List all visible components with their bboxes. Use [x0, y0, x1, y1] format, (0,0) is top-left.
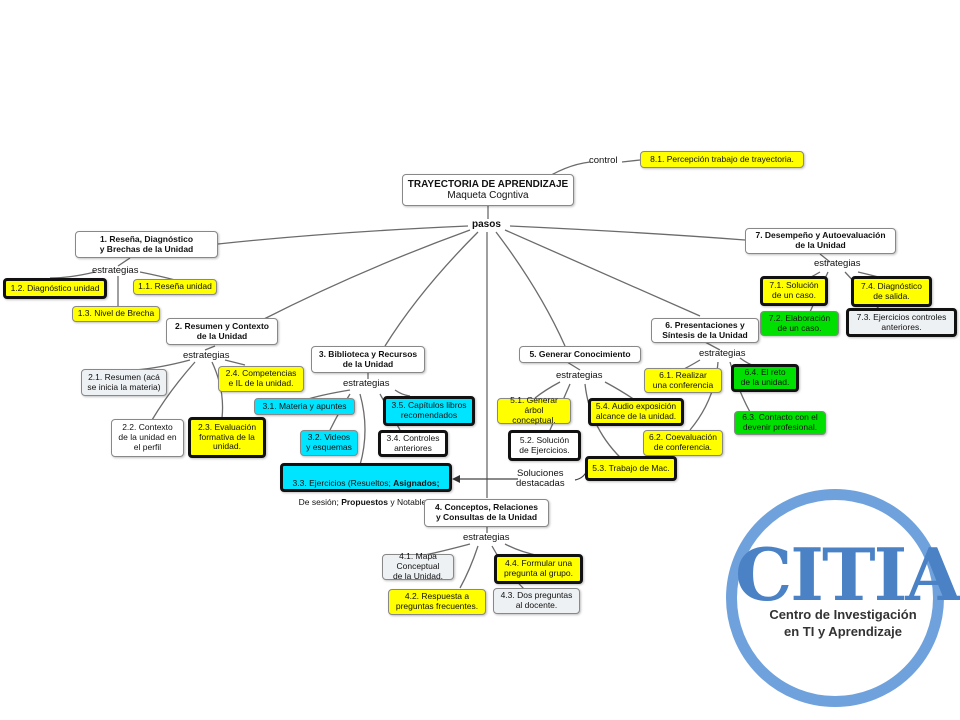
node-6-3[interactable]: 6.3. Contacto con el devenir profesional…	[734, 411, 826, 435]
node-4-4[interactable]: 4.4. Formular una pregunta al grupo.	[494, 554, 583, 584]
node-5-1[interactable]: 5.1. Generar árbol conceptual.	[497, 395, 571, 425]
node-5-4[interactable]: 5.4. Audio exposición alcance de la unid…	[588, 398, 684, 426]
node-7-2[interactable]: 7.2. Elaboración de un caso.	[760, 311, 839, 336]
node-7-1[interactable]: 7.1. Solución de un caso.	[760, 276, 828, 306]
node-3-4[interactable]: 3.4. Controles anteriores	[378, 430, 448, 457]
root-title: TRAYECTORIA DE APRENDIZAJE	[407, 178, 569, 190]
edge-1-estr	[117, 257, 131, 267]
node-2-1[interactable]: 2.1. Resumen (acá se inicia la materia)	[81, 369, 167, 396]
label-estrategias-6: estrategias	[699, 348, 746, 359]
logo-ring	[726, 489, 944, 707]
node-6-2[interactable]: 6.2. Coevaluación de conferencia.	[643, 430, 723, 456]
node-1[interactable]: 1. Reseña, Diagnóstico y Brechas de la U…	[75, 231, 218, 258]
node-4-2[interactable]: 4.2. Respuesta a preguntas frecuentes.	[388, 589, 486, 615]
node-5[interactable]: 5. Generar Conocimiento	[519, 346, 641, 363]
arrowhead	[452, 475, 460, 483]
node-7-4[interactable]: 7.4. Diagnóstico de salida.	[851, 276, 932, 307]
node-2-3[interactable]: 2.3. Evaluación formativa de la unidad.	[188, 417, 266, 458]
label-soluciones-destacadas: Soluciones destacadas	[516, 468, 565, 490]
node-7-3[interactable]: 7.3. Ejercicios controles anteriores.	[846, 308, 957, 337]
label-control: control	[589, 155, 618, 166]
node-6-4[interactable]: 6.4. El reto de la unidad.	[731, 364, 799, 392]
node-2-4[interactable]: 2.4. Competencias e IL de la unidad.	[218, 366, 304, 392]
root-node[interactable]: TRAYECTORIA DE APRENDIZAJE Maqueta Cognt…	[402, 174, 574, 206]
node-7[interactable]: 7. Desempeño y Autoevaluación de la Unid…	[745, 228, 896, 254]
label-estrategias-3: estrategias	[343, 378, 390, 389]
logo-subtitle-line2: en TI y Aprendizaje	[784, 623, 902, 639]
node-1-2[interactable]: 1.2. Diagnóstico unidad	[3, 278, 107, 299]
node-4-1[interactable]: 4.1. Mapa Conceptual de la Unidad.	[382, 551, 454, 581]
label-estrategias-5: estrategias	[556, 370, 603, 381]
logo-subtitle: Centro de Investigación en TI y Aprendiz…	[748, 607, 938, 641]
node-6[interactable]: 6. Presentaciones y Síntesis de la Unida…	[651, 318, 759, 343]
node-3-3-text-a: 3.3. Ejercicios (Resueltos;	[292, 477, 394, 488]
node-8-1[interactable]: 8.1. Percepción trabajo de trayectoria.	[640, 151, 804, 168]
node-1-1[interactable]: 1.1. Reseña unidad	[133, 279, 217, 295]
logo-subtitle-line1: Centro de Investigación	[769, 607, 917, 622]
edge-control-81	[621, 159, 641, 163]
node-3[interactable]: 3. Biblioteca y Recursos de la Unidad	[311, 346, 425, 373]
node-4[interactable]: 4. Conceptos, Relaciones y Consultas de …	[424, 499, 549, 527]
node-3-2[interactable]: 3.2. Videos y esquemas	[300, 430, 358, 456]
node-4-3[interactable]: 4.3. Dos preguntas al docente.	[493, 588, 580, 614]
node-1-3[interactable]: 1.3. Nivel de Brecha	[72, 306, 160, 322]
node-5-3[interactable]: 5.3. Trabajo de Mac.	[585, 456, 677, 481]
label-estrategias-4: estrategias	[463, 532, 510, 543]
node-3-3-text-c: De sesión;	[298, 497, 342, 508]
edge-pasos-5	[495, 231, 566, 347]
label-estrategias-7: estrategias	[814, 258, 861, 269]
label-pasos: pasos	[472, 219, 501, 230]
node-6-1[interactable]: 6.1. Realizar una conferencia	[644, 368, 722, 393]
node-3-5[interactable]: 3.5. Capítulos libros recomendados	[383, 396, 475, 426]
root-subtitle: Maqueta Cogntiva	[447, 190, 529, 201]
edge-pasos-6	[504, 229, 701, 317]
edge-pasos-3	[384, 231, 479, 347]
edge-pasos-2	[261, 229, 471, 321]
edge-pasos-1	[217, 225, 469, 245]
node-3-3[interactable]: 3.3. Ejercicios (Resueltos; Asignados; D…	[280, 463, 452, 507]
node-3-3-text-e: y Notables)	[387, 497, 434, 508]
node-3-3-text-d: Propuestos	[341, 497, 388, 508]
node-2[interactable]: 2. Resumen y Contexto de la Unidad	[166, 318, 278, 345]
logo-wordmark: CITIA	[735, 532, 960, 617]
label-estrategias-1: estrategias	[92, 265, 139, 276]
node-5-2[interactable]: 5.2. Solución de Ejercicios.	[508, 430, 581, 461]
edge-pasos-7	[509, 225, 746, 241]
label-estrategias-2: estrategias	[183, 350, 230, 361]
node-2-2[interactable]: 2.2. Contexto de la unidad en el perfil	[111, 419, 184, 457]
node-3-3-text-b: Asignados;	[393, 477, 440, 488]
node-3-1[interactable]: 3.1. Materia y apuntes	[254, 398, 355, 415]
